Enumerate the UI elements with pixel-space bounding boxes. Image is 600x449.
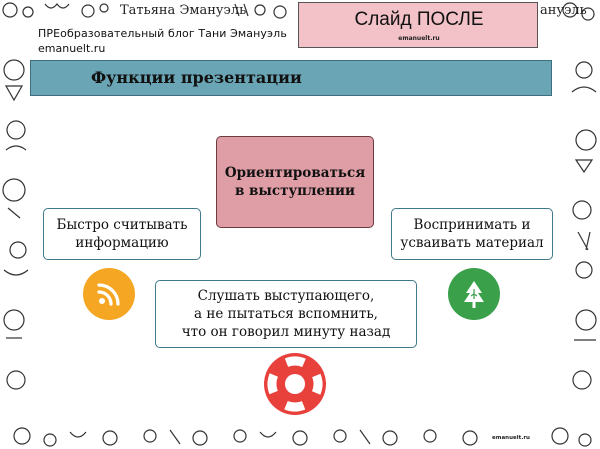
footer-url: emanuelt.ru <box>492 435 530 441</box>
author-name-truncated: ануэль <box>540 3 587 18</box>
left-box-line-1: Быстро считывать <box>56 216 188 233</box>
left-function-box: Быстро считывать информацию <box>43 208 201 260</box>
center-box-line-2: в выступлении <box>234 183 356 199</box>
bottom-box-line-3: что он говорил минуту назад <box>181 324 391 341</box>
bottom-box-line-2: а не пытаться вспомнить, <box>194 305 378 322</box>
center-box-line-1: Ориентироваться <box>224 164 366 181</box>
right-box-line-1: Воспринимать и <box>413 216 531 233</box>
slide-title: Функции презентации <box>91 68 302 87</box>
lifebuoy-icon <box>264 353 326 415</box>
left-box-line-2: информацию <box>75 235 169 251</box>
author-name: Татьяна Эмануэль <box>120 3 247 18</box>
right-box-line-2: усваивать материал <box>400 235 544 251</box>
slide-label-box: Слайд ПОСЛЕ emanuelt.ru <box>298 2 538 48</box>
top-strip: Татьяна Эмануэль ануэль <box>0 0 600 22</box>
right-function-box: Воспринимать и усваивать материал <box>391 208 553 260</box>
bottom-box-line-1: Слушать выступающего, <box>197 287 375 304</box>
slide-label-title: Слайд ПОСЛЕ <box>354 9 484 30</box>
slide-label-subtitle: emanuelt.ru <box>398 35 440 42</box>
tree-icon <box>448 268 500 320</box>
blog-title: ПРЕобразовательный блог Тани Эмануэль <box>38 27 287 40</box>
slide-title-banner: Функции презентации <box>30 60 552 96</box>
blog-url[interactable]: emanuelt.ru <box>38 42 106 55</box>
center-function-box: Ориентироваться в выступлении <box>216 136 374 228</box>
rss-icon <box>83 268 135 320</box>
bottom-function-box: Слушать выступающего, а не пытаться вспо… <box>155 280 417 348</box>
